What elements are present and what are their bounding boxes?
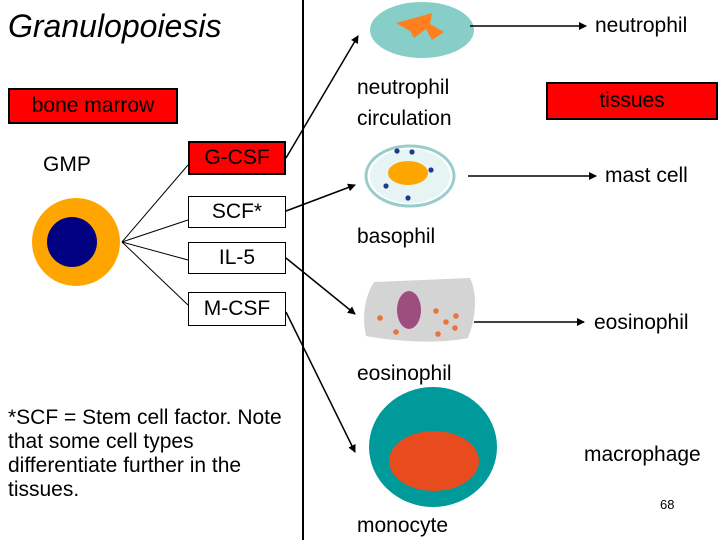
basophil-label: basophil: [357, 225, 436, 248]
eosinophil-tissue-label: eosinophil: [594, 311, 689, 334]
arrow-to-eosinophil: [285, 257, 356, 315]
slide-number: 68: [660, 497, 675, 512]
footnote: *SCF = Stem cell factor. Note that some …: [8, 406, 282, 501]
branch-line-il5: [121, 241, 189, 261]
arrow-to-neutrophil: [285, 35, 359, 159]
arrow-to-basophil: [285, 183, 356, 212]
macrophage-label: macrophage: [584, 443, 701, 466]
tissues-label: tissues: [546, 82, 718, 120]
page-title: Granulopoiesis: [8, 8, 222, 44]
bone-marrow-label: bone marrow: [8, 88, 178, 124]
circulation-label: circulation: [357, 107, 452, 130]
neutrophil-cell: [370, 2, 474, 58]
basophil-cell: [364, 144, 456, 208]
monocyte-cell: [369, 387, 497, 507]
cytokine-scf: SCF*: [188, 196, 286, 228]
neutrophil-tissue-label: neutrophil: [595, 14, 688, 37]
cytokine-il5: IL-5: [188, 242, 286, 274]
gmp-cell: [32, 198, 120, 286]
gmp-label: GMP: [43, 153, 91, 176]
neutrophil-circulation-label: neutrophil: [357, 76, 450, 99]
branch-line-g-csf: [121, 164, 189, 243]
cytokine-g-csf: G-CSF: [188, 141, 286, 175]
eosinophil-cell: [364, 278, 475, 342]
monocyte-label: monocyte: [357, 514, 449, 537]
eosinophil-circulation-label: eosinophil: [357, 362, 452, 385]
branch-line-scf: [121, 219, 189, 243]
branch-line-m-csf: [121, 241, 189, 306]
cytokine-m-csf: M-CSF: [188, 292, 286, 326]
mast-cell-label: mast cell: [605, 164, 688, 187]
arrow-to-monocyte: [285, 311, 356, 453]
